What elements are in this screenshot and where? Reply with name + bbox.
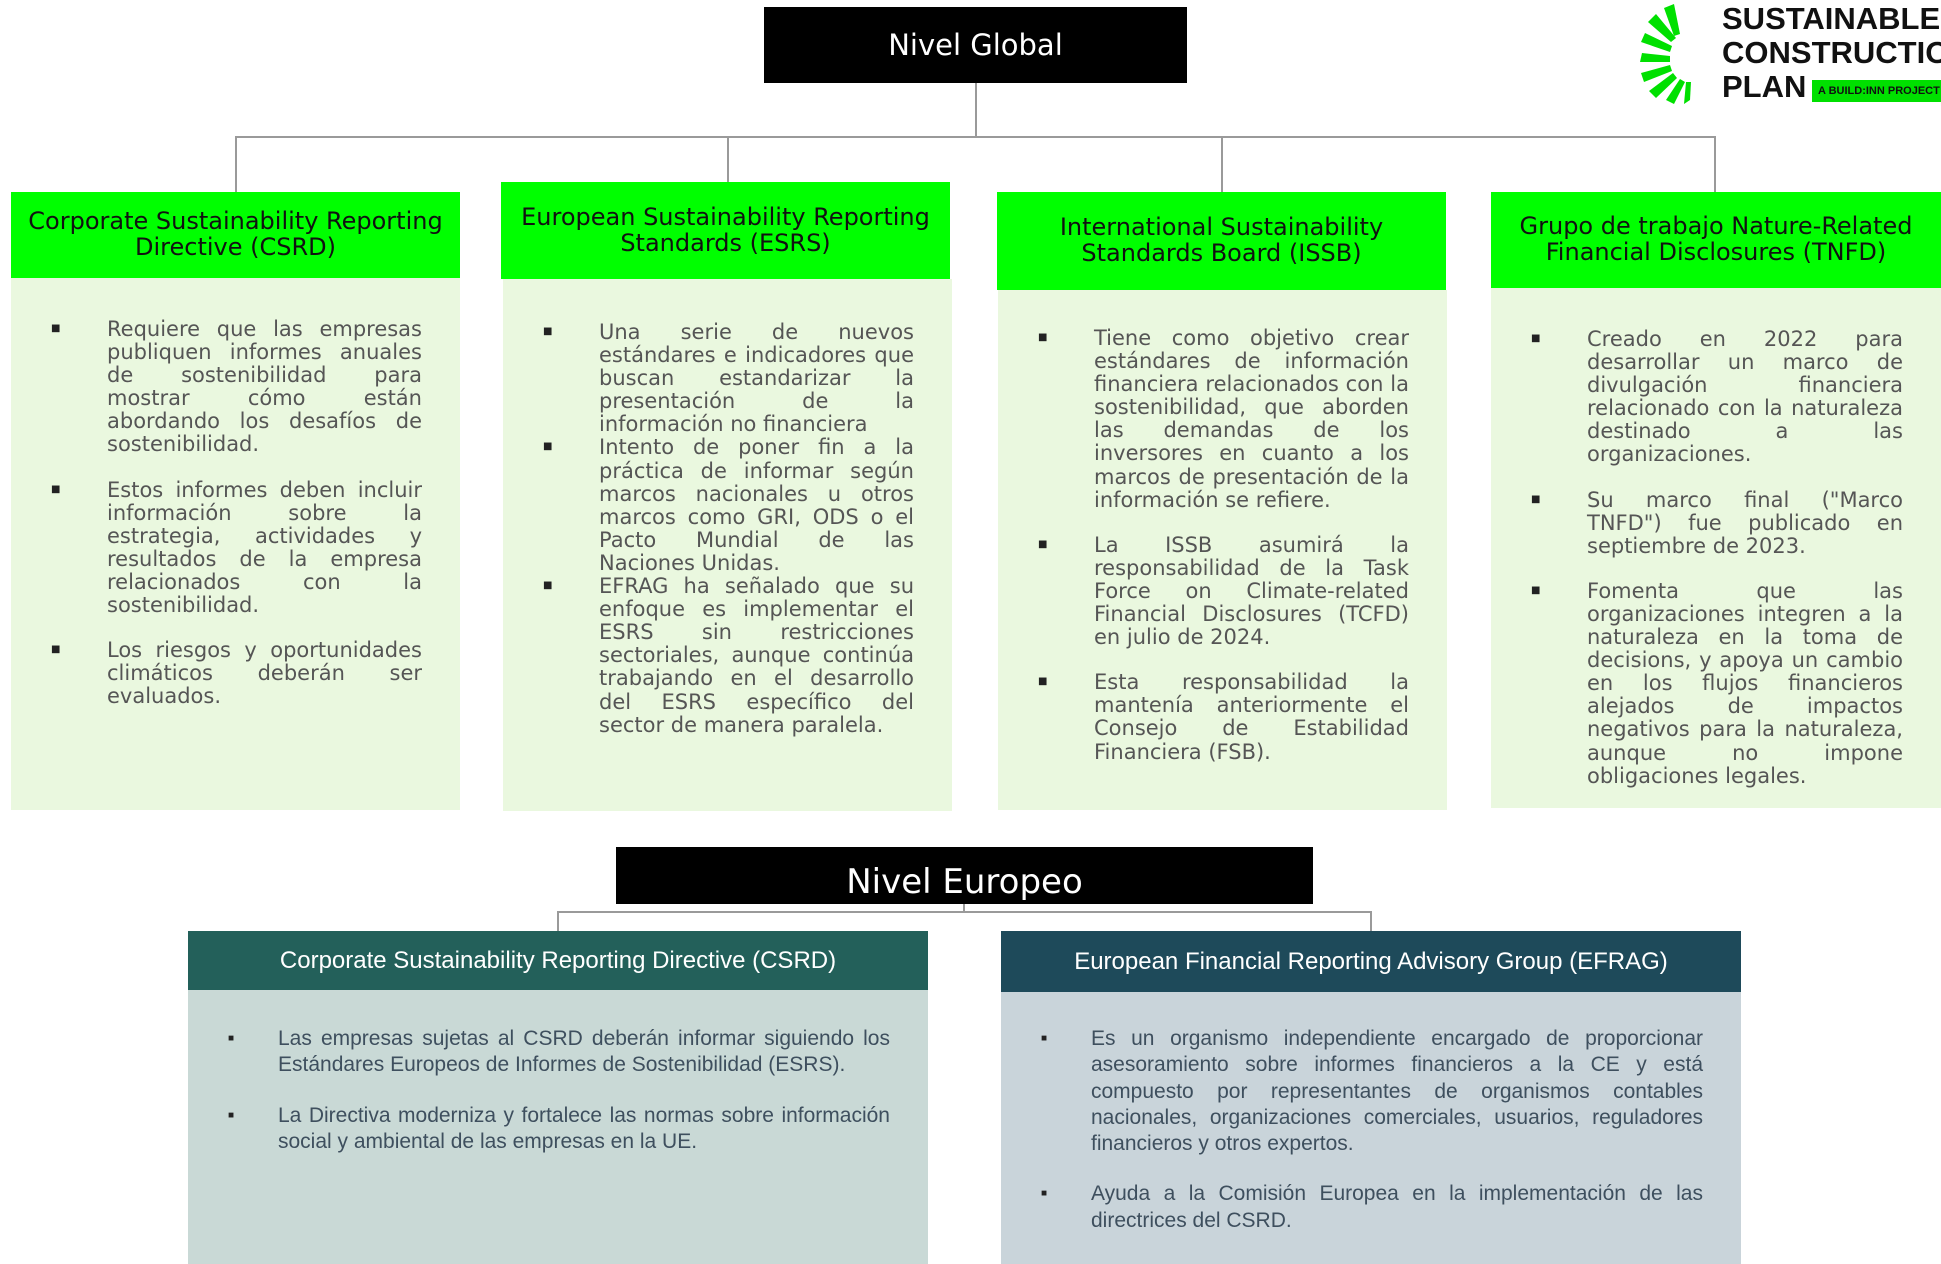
connector-europe-bar <box>557 911 1372 913</box>
connector-europe-stem <box>963 895 965 913</box>
list-item: Su marco final ("Marco TNFD") fue public… <box>1531 488 1903 558</box>
global-col-csrd-body: Requiere que las empresas publiquen info… <box>11 278 460 810</box>
list-item: La Directiva moderniza y fortalece las n… <box>228 1103 890 1156</box>
logo-line-1: SUSTAINABLE <box>1722 1 1941 36</box>
global-col-esrs-body: Una serie de nuevos estándares e indicad… <box>503 279 952 811</box>
global-col-tnfd-body: Creado en 2022 para desarrollar un marco… <box>1491 288 1941 808</box>
bullet-list: Creado en 2022 para desarrollar un marco… <box>1531 327 1903 788</box>
europe-csrd-header: Corporate Sustainability Reporting Direc… <box>188 931 928 990</box>
europe-efrag-header: European Financial Reporting Advisory Gr… <box>1001 931 1741 992</box>
logo-wordmark: SUSTAINABLE CONSTRUCTION PLAN <box>1722 2 1941 104</box>
global-col-issb-body: Tiene como objetivo crear estándares de … <box>998 290 1447 810</box>
connector-global-drop-4 <box>1714 136 1716 192</box>
connector-europe-drop-2 <box>1370 911 1372 931</box>
list-item: La ISSB asumirá la responsabilidad de la… <box>1038 533 1409 649</box>
logo-line-3: PLAN <box>1722 69 1807 104</box>
global-col-tnfd-header: Grupo de trabajo Nature-Related Financia… <box>1491 192 1941 288</box>
list-item: Creado en 2022 para desarrollar un marco… <box>1531 327 1903 467</box>
logo-line-2: CONSTRUCTION <box>1722 35 1941 70</box>
bullet-list: Las empresas sujetas al CSRD deberán inf… <box>228 1026 890 1155</box>
list-item: Una serie de nuevos estándares e indicad… <box>543 320 914 436</box>
global-level-header: Nivel Global <box>764 7 1187 83</box>
sunburst-logo-icon <box>1640 4 1691 104</box>
sustainable-construction-plan-logo: SUSTAINABLE CONSTRUCTION PLAN A BUILD:IN… <box>1640 0 1941 106</box>
list-item: EFRAG ha señalado que su enfoque es impl… <box>543 575 914 737</box>
connector-global-drop-2 <box>727 136 729 182</box>
list-item: Ayuda a la Comisión Europea en la implem… <box>1041 1181 1703 1234</box>
europe-csrd-body: Las empresas sujetas al CSRD deberán inf… <box>188 990 928 1264</box>
global-col-esrs-header: European Sustainability Reporting Standa… <box>501 182 950 279</box>
connector-global-stem <box>975 83 977 137</box>
global-col-csrd-header: Corporate Sustainability Reporting Direc… <box>11 192 460 278</box>
global-col-issb-header: International Sustainability Standards B… <box>997 192 1446 290</box>
europe-level-header: Nivel Europeo <box>616 847 1313 904</box>
connector-global-drop-1 <box>235 136 237 192</box>
connector-europe-drop-1 <box>557 911 559 931</box>
bullet-list: Una serie de nuevos estándares e indicad… <box>543 320 914 737</box>
logo-tagline: A BUILD:INN PROJECT <box>1812 80 1941 102</box>
bullet-list: Requiere que las empresas publiquen info… <box>51 317 422 708</box>
bullet-list: Tiene como objetivo crear estándares de … <box>1038 326 1409 764</box>
bullet-list: Es un organismo independiente encargado … <box>1041 1026 1703 1234</box>
europe-efrag-body: Es un organismo independiente encargado … <box>1001 992 1741 1264</box>
list-item: Fomenta que las organizaciones integren … <box>1531 579 1903 788</box>
list-item: Los riesgos y oportunidades climáticos d… <box>51 639 422 708</box>
list-item: Requiere que las empresas publiquen info… <box>51 317 422 457</box>
list-item: Intento de poner fin a la práctica de in… <box>543 436 914 575</box>
list-item: Estos informes deben incluir información… <box>51 478 422 618</box>
list-item: Esta responsabilidad la mantenía anterio… <box>1038 671 1409 763</box>
list-item: Es un organismo independiente encargado … <box>1041 1026 1703 1157</box>
list-item: Las empresas sujetas al CSRD deberán inf… <box>228 1026 890 1079</box>
connector-global-bar <box>235 136 1716 138</box>
list-item: Tiene como objetivo crear estándares de … <box>1038 326 1409 512</box>
connector-global-drop-3 <box>1221 136 1223 192</box>
